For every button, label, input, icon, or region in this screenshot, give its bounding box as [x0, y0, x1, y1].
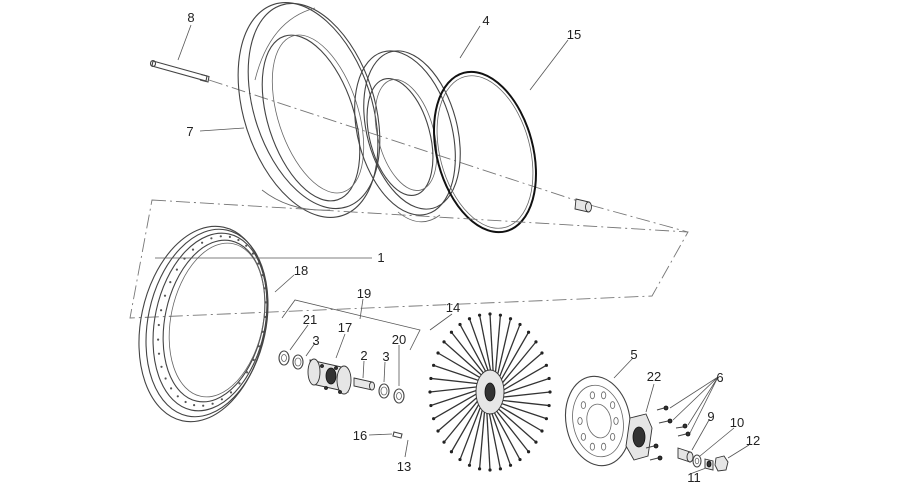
- rim-band-part: [433, 70, 537, 234]
- callout-12: 12: [746, 433, 760, 448]
- callout-20: 20: [392, 332, 406, 347]
- wheel-assembly-outline: [129, 199, 689, 319]
- seal-part-2: [393, 388, 405, 404]
- callout-13: 13: [397, 459, 411, 474]
- callout-9: 9: [707, 409, 714, 424]
- hub-assembly-outline: [281, 299, 421, 351]
- spokes-part: [428, 312, 552, 472]
- callout-3-right: 3: [382, 349, 389, 364]
- callout-17: 17: [338, 320, 352, 335]
- bearing-part: [292, 354, 304, 370]
- leader-lines: [155, 24, 750, 475]
- callout-18: 18: [294, 263, 308, 278]
- axle-spacer-part: [574, 198, 592, 213]
- callout-22: 22: [647, 369, 661, 384]
- callout-7: 7: [186, 124, 193, 139]
- callout-10: 10: [730, 415, 744, 430]
- hub-part: [307, 358, 352, 395]
- spoke-hub-part: [475, 369, 505, 415]
- nipple-part: [392, 431, 403, 439]
- callout-19: 19: [357, 286, 371, 301]
- callout-16: 16: [353, 428, 367, 443]
- hub-spacer-part: [353, 377, 375, 391]
- callout-1: 1: [377, 250, 384, 265]
- bearing-part-2: [378, 383, 390, 399]
- brake-disc-part: [564, 375, 632, 467]
- callout-15: 15: [567, 27, 581, 42]
- callout-4: 4: [482, 13, 489, 28]
- disc-carrier-part: [625, 413, 653, 461]
- spacer-part: [677, 447, 694, 463]
- axle-part: [149, 59, 689, 233]
- callout-11: 11: [687, 470, 701, 485]
- callout-5: 5: [630, 347, 637, 362]
- disc-bolts-part: [645, 405, 691, 461]
- callout-14: 14: [446, 300, 460, 315]
- rim-part: [138, 225, 269, 423]
- callout-2: 2: [360, 348, 367, 363]
- callout-8: 8: [187, 10, 194, 25]
- callout-6: 6: [716, 370, 723, 385]
- seal-part: [278, 350, 290, 366]
- callout-21: 21: [303, 312, 317, 327]
- cap-part: [714, 455, 729, 472]
- callout-3-left: 3: [312, 333, 319, 348]
- washer-part: [692, 454, 702, 468]
- nut-part: [704, 458, 714, 471]
